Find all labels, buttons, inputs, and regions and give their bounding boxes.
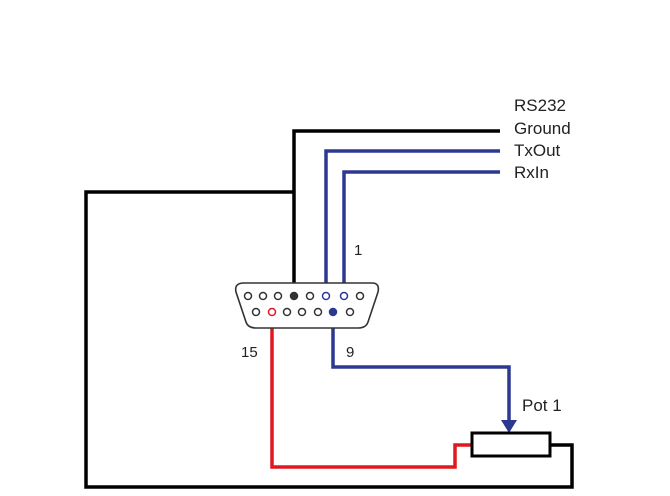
pin (289, 291, 299, 301)
txout-label: TxOut (514, 141, 561, 160)
pot-label: Pot 1 (522, 396, 562, 415)
rs232-label: RS232 (514, 96, 566, 115)
pin-1-label: 1 (354, 242, 362, 259)
pin (258, 291, 268, 301)
rxin-wire (342, 170, 500, 293)
pin (251, 307, 261, 317)
pin (243, 291, 253, 301)
rxin-label: RxIn (514, 163, 549, 182)
pin (355, 291, 365, 301)
pin (267, 307, 277, 317)
pin (321, 291, 331, 301)
ground-label: Ground (514, 119, 571, 138)
pot-supply-wire (270, 311, 472, 469)
potentiometer (470, 431, 552, 458)
pin (297, 307, 307, 317)
wiper-wire (331, 311, 511, 420)
pin (345, 307, 355, 317)
txout-wire (324, 149, 500, 293)
pin (328, 307, 338, 317)
wiper-arrow (501, 420, 517, 433)
pin-row-bottom (251, 307, 355, 317)
pin (282, 307, 292, 317)
pin (273, 291, 283, 301)
pin-9-label: 9 (346, 344, 354, 361)
pin-15-label: 15 (241, 344, 258, 361)
pin (339, 291, 349, 301)
db15-connector (234, 282, 380, 329)
pin (305, 291, 315, 301)
pin (313, 307, 323, 317)
ground-wire-loop (84, 190, 574, 489)
pin-row-top (243, 291, 365, 301)
ground-wire-to-connector (292, 129, 500, 293)
